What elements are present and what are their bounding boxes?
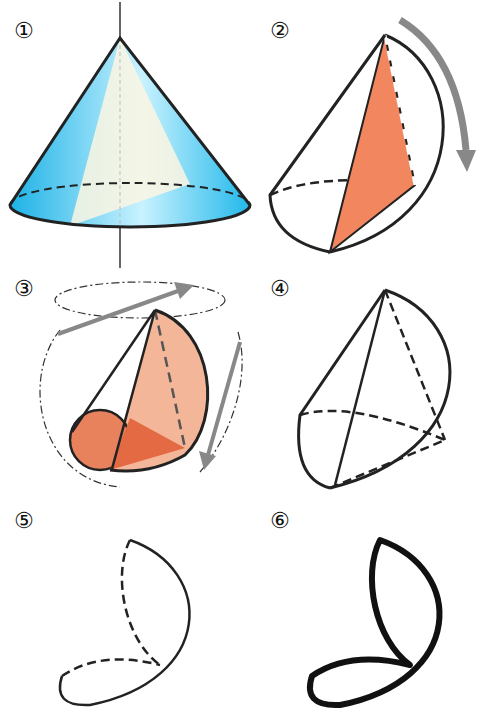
orbit-path [55, 282, 225, 318]
cone-outline [270, 35, 385, 252]
cone-body [10, 38, 250, 227]
sweep-arc [330, 290, 450, 488]
cross-section [330, 35, 415, 252]
panel-number: ④ [270, 278, 290, 300]
thick-outline [310, 540, 440, 705]
hidden-edge [155, 310, 185, 448]
arrow-head [456, 150, 476, 172]
arrow-head [174, 282, 194, 299]
hidden-edge [385, 35, 415, 185]
rotation-arrow [208, 342, 240, 455]
arrow-head [199, 451, 216, 470]
sweep-arc [330, 35, 443, 252]
sweep-arc [110, 310, 208, 471]
hidden-edge [62, 540, 160, 676]
hidden-edge [300, 290, 445, 488]
panel-number: ① [14, 20, 34, 42]
cone-outline [299, 290, 385, 488]
cross-section [70, 38, 190, 226]
solid-outline [60, 540, 190, 705]
rotation-arrow [58, 291, 178, 334]
panel-number: ⑥ [270, 510, 290, 532]
swept-body [110, 310, 208, 471]
cone-outline [72, 310, 155, 469]
panel-number: ③ [14, 278, 34, 300]
panel-number: ⑤ [14, 510, 34, 532]
cone-edge [335, 290, 385, 485]
cone-outline [10, 38, 250, 227]
base-back [10, 183, 250, 205]
panel-number: ② [270, 20, 290, 42]
rotation-arrow [400, 20, 466, 150]
axis-inside [120, 38, 121, 226]
